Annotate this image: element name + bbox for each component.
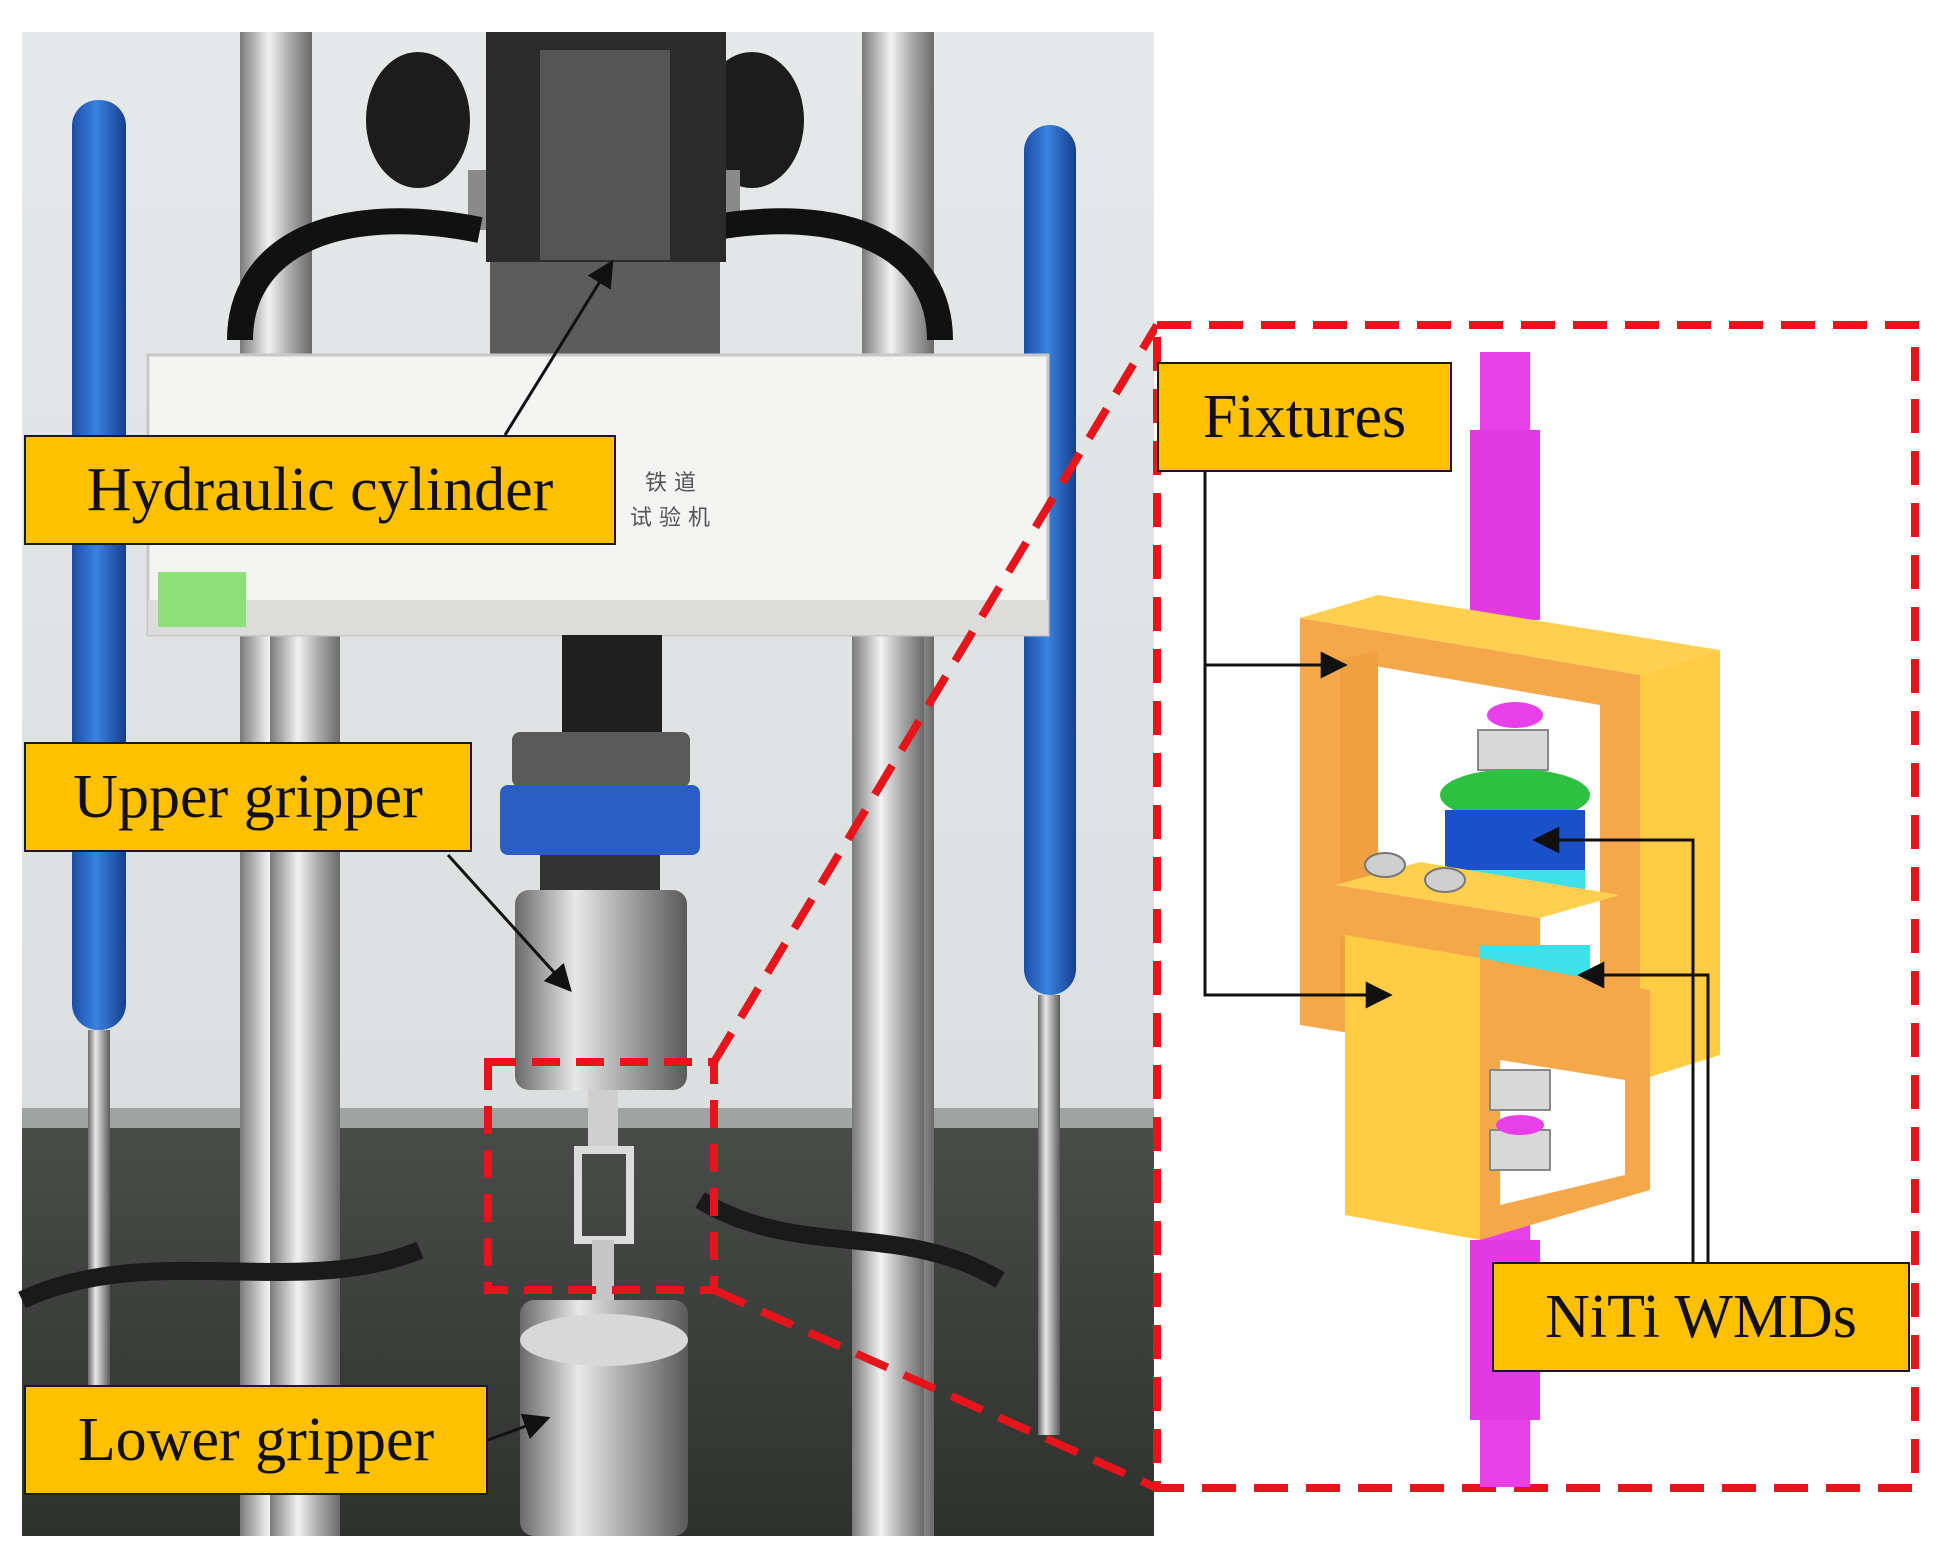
- blue-handle-right: [1024, 125, 1076, 995]
- label-niti-wmds: NiTi WMDs: [1492, 1262, 1910, 1372]
- svg-text:试 验 机: 试 验 机: [630, 506, 710, 531]
- label-hydraulic-cylinder: Hydraulic cylinder: [24, 435, 616, 545]
- label-fixtures: Fixtures: [1157, 362, 1452, 472]
- upper-gripper-top: [512, 732, 690, 787]
- leader-arrows: [446, 259, 1710, 1442]
- svg-text:铁 道: 铁 道: [645, 471, 696, 496]
- lower-fixture-frame: [1345, 935, 1480, 1240]
- green-plate-upper: [1440, 769, 1590, 821]
- blue-handle-left: [72, 100, 126, 1030]
- label-lower-gripper: Lower gripper: [24, 1385, 488, 1495]
- upper-gripper-body: [515, 890, 687, 1090]
- green-sticker: [158, 572, 246, 627]
- specimen-highlight-box: [484, 1058, 718, 1294]
- accumulator-left: [366, 52, 470, 188]
- upper-gripper-collar: [500, 785, 700, 855]
- label-upper-gripper: Upper gripper: [24, 742, 472, 852]
- fixture-3d-model: [1300, 352, 1720, 1487]
